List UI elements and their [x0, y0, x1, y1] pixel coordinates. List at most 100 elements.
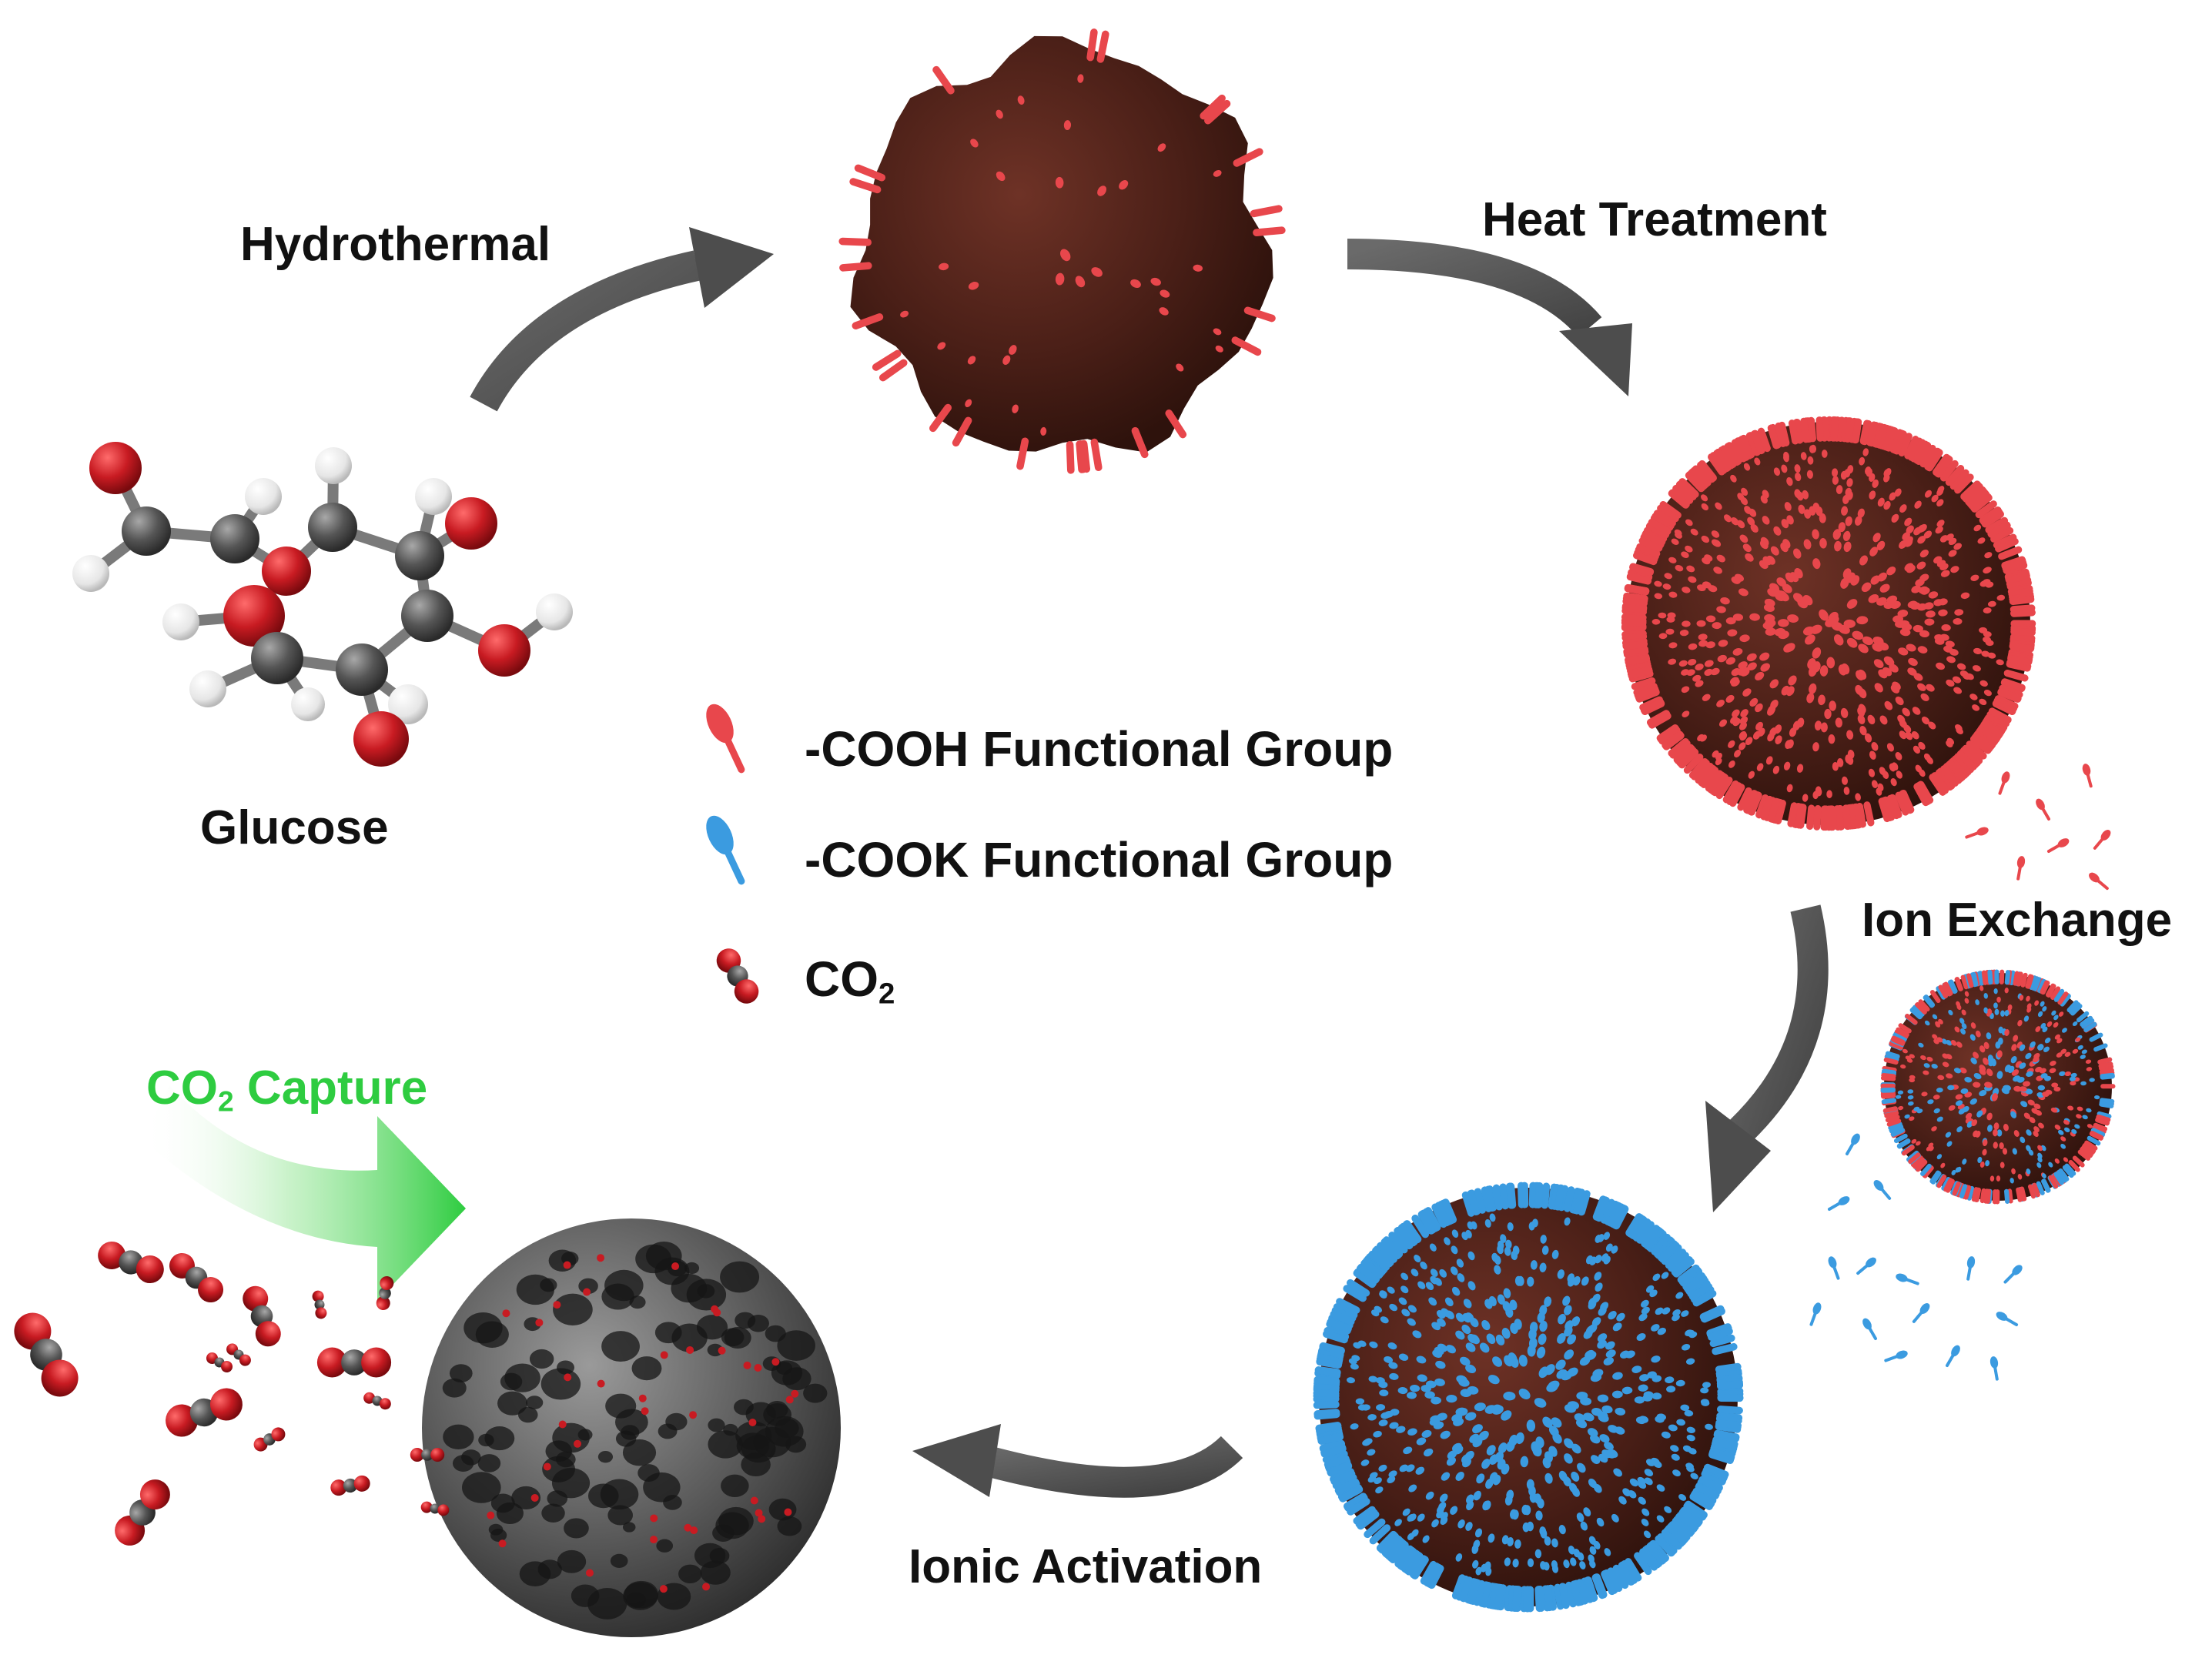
sphere-cook-rim-group	[1719, 1423, 1738, 1426]
pore	[632, 1356, 662, 1380]
glucose-hydrogen-atom	[162, 603, 199, 640]
sphere-cook-rim-group	[1317, 1405, 1335, 1406]
glucose-hydrogen-atom	[245, 478, 282, 515]
sphere-heat-treated-rim-group	[1625, 637, 1644, 638]
sphere-hydrothermal-rim-group	[853, 182, 877, 189]
pore	[545, 1440, 572, 1462]
adsorbed-co2	[531, 1494, 539, 1502]
legend-co2-subscript: 2	[878, 978, 895, 1011]
free-cooh-group	[2014, 855, 2026, 879]
sphere-cook-rim-group	[1503, 1187, 1505, 1205]
free-cook-group	[1808, 1302, 1823, 1326]
sphere-ion-exchange-rim-group	[1963, 978, 1966, 988]
pore	[763, 1403, 791, 1426]
sphere-ion-exchange-rim-group	[1986, 1191, 1987, 1201]
free-cook-group	[1911, 1302, 1932, 1324]
sphere-heat-treated-rim-group	[1850, 807, 1852, 825]
sphere-cook-rim-group	[1317, 1412, 1336, 1414]
sphere-heat-treated-surface-group	[1682, 620, 1691, 627]
sphere-heat-treated-rim-group	[1819, 420, 1820, 439]
sphere-cook-rim-group	[1516, 1589, 1517, 1608]
pore	[553, 1294, 593, 1325]
sphere-cook-rim-group	[1574, 1584, 1578, 1603]
sphere-ion-exchange-rim-group	[2030, 1187, 2033, 1197]
sphere-ion-exchange-rim-group	[1980, 973, 1982, 983]
free-cook-group	[1861, 1317, 1879, 1341]
sphere-cook	[1317, 1185, 1739, 1608]
sphere-hydrothermal-rim-group	[843, 266, 868, 268]
sphere-heat-treated-rim-group	[1817, 809, 1818, 827]
sphere-heat-treated-rim-group	[1863, 423, 1866, 441]
pore	[656, 1539, 673, 1553]
pore	[450, 1364, 473, 1382]
free-cooh-group	[2046, 837, 2070, 855]
sphere-hydrothermal-rim-group	[1253, 209, 1278, 213]
glucose-hydrogen-atom	[72, 555, 109, 592]
sphere-cook-rim-group	[1563, 1586, 1566, 1605]
pore	[517, 1275, 554, 1305]
sphere-heat-treated-rim-group	[1779, 804, 1783, 821]
pore	[663, 1495, 682, 1510]
sphere-cook-rim-group	[1323, 1346, 1341, 1351]
legend-cook-label: -COOK Functional Group	[805, 831, 1393, 888]
pore	[462, 1472, 501, 1503]
adsorbed-co2	[751, 1496, 758, 1504]
sphere-heat-treated-rim-group	[2007, 674, 2025, 678]
free-cook-group	[1995, 1310, 2019, 1329]
adsorbed-co2	[535, 1319, 543, 1326]
sphere-heat-treated-rim-group	[2013, 637, 2032, 639]
legend-cook-icon	[701, 811, 751, 886]
sphere-ion-exchange-rim-group	[1989, 972, 1990, 982]
sphere-ion-exchange-rim-group	[2006, 1192, 2007, 1202]
arrow-ion-exchange	[1705, 908, 1813, 1212]
co2-molecule	[161, 1384, 247, 1442]
sphere-hydrothermal-rim-group	[1257, 230, 1282, 232]
pore	[578, 1429, 593, 1440]
sphere-ion-exchange-rim-group	[2015, 974, 2016, 984]
sphere-cook-rim-group	[1324, 1449, 1343, 1454]
sphere-heat-treated-rim-group	[1856, 422, 1858, 440]
sphere-cook-rim-group	[1715, 1347, 1734, 1352]
sphere-heat-treated-rim-group	[1882, 801, 1887, 819]
pore	[658, 1424, 678, 1439]
free-cooh-group	[2092, 828, 2113, 851]
sphere-cook-rim-group	[1718, 1433, 1736, 1437]
sphere-ion-exchange-rim-group	[2100, 1060, 2110, 1062]
free-cook-group	[1964, 1255, 1976, 1279]
sphere-ion-exchange-rim-group	[1983, 1191, 1984, 1201]
adsorbed-co2	[671, 1262, 679, 1270]
glucose-carbon-atom	[122, 506, 171, 556]
sphere-heat-treated-rim-group	[1804, 421, 1806, 439]
sphere-cook-rim-group	[1544, 1186, 1546, 1205]
free-cook-group-head	[1966, 1255, 1976, 1269]
sphere-ion-exchange-surface-group	[1995, 1041, 2000, 1049]
adsorbed-co2	[553, 1301, 561, 1309]
glucose-oxygen-atom	[478, 624, 530, 677]
sphere-ion-exchange-rim-group	[2103, 1076, 2113, 1077]
glucose-oxygen-atom	[89, 442, 142, 494]
sphere-ion-exchange-rim-group	[2100, 1064, 2110, 1066]
adsorbed-co2	[639, 1395, 647, 1402]
adsorbed-co2	[702, 1583, 710, 1590]
co2-molecule-oxygen	[361, 1348, 391, 1378]
sphere-cook-rim-group	[1721, 1409, 1739, 1411]
capture-subscript: 2	[218, 1085, 234, 1117]
adsorbed-co2	[660, 1585, 668, 1593]
sphere-heat-treated-rim-group	[1791, 806, 1794, 824]
label-hydrothermal: Hydrothermal	[240, 217, 550, 272]
glucose-carbon-atom	[395, 531, 444, 580]
sphere-ion-exchange-rim-group	[2018, 1190, 2020, 1200]
sphere-ion-exchange-rim-group	[2101, 1105, 2111, 1106]
sphere-heat-treated-rim-group	[2013, 647, 2030, 649]
sphere-heat-treated-surface-group	[1899, 620, 1910, 628]
pore	[504, 1363, 540, 1392]
legend-cooh-head	[701, 700, 739, 747]
sphere-ion-exchange-rim-group	[1883, 1095, 1893, 1096]
sphere-cook-rim-group	[1471, 1194, 1476, 1212]
glucose-carbon-atom	[336, 643, 388, 696]
co2-molecule-oxygen	[430, 1448, 444, 1462]
free-cooh-group-head	[1976, 826, 1989, 837]
sphere-ion-exchange-surface-group	[1996, 1175, 2000, 1182]
adsorbed-co2	[641, 1407, 649, 1415]
